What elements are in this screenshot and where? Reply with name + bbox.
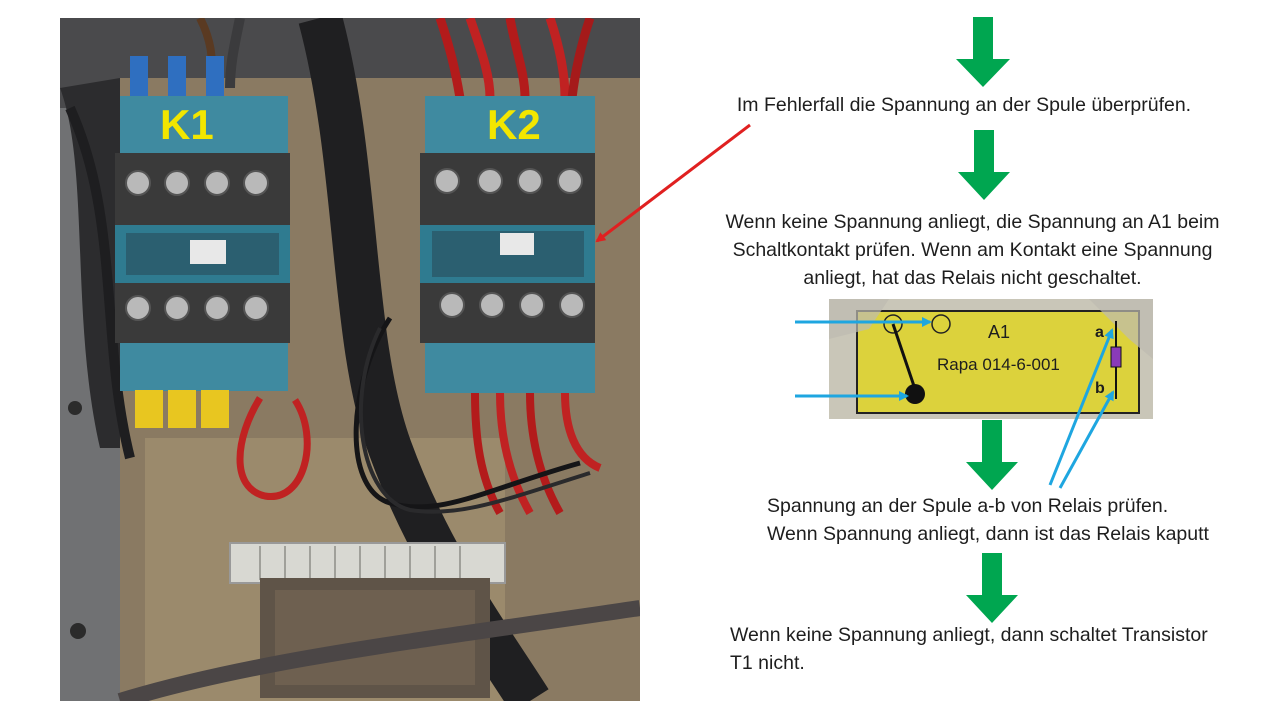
step2-line1: Wenn keine Spannung anliegt, die Spannun… — [725, 211, 1220, 233]
flow-arrow-down-icon — [956, 17, 1010, 87]
k2-label: K2 — [487, 101, 541, 148]
flow-arrow-down-icon — [966, 553, 1018, 623]
step2-line2: Schaltkontakt prüfen. Wenn am Kontakt ei… — [732, 239, 1213, 261]
relay-part-number: Rapa 014-6-001 — [937, 355, 1060, 374]
step4-line2: T1 nicht. — [730, 652, 805, 674]
step4-text: Wenn keine Spannung anliegt, dann schalt… — [730, 621, 1275, 677]
relay-pin-a: a — [1095, 324, 1104, 341]
step3-line1: Spannung an der Spule a-b von Relais prü… — [767, 495, 1169, 517]
relay-name: A1 — [988, 322, 1011, 342]
step3-text: Spannung an der Spule a-b von Relais prü… — [767, 492, 1272, 548]
relay-pin-b: b — [1095, 380, 1105, 397]
flow-arrow-down-icon — [958, 130, 1010, 200]
cabinet-photo — [60, 18, 640, 701]
step4-line1: Wenn keine Spannung anliegt, dann schalt… — [730, 624, 1208, 646]
flow-arrow-down-icon — [966, 420, 1018, 490]
step2-text: Wenn keine Spannung anliegt, die Spannun… — [680, 208, 1265, 292]
k1-label: K1 — [160, 101, 214, 148]
relay-a1-schematic: A1 Rapa 014-6-001 a b — [829, 299, 1153, 419]
step3-line2: Wenn Spannung anliegt, dann ist das Rela… — [767, 523, 1209, 545]
step2-line3: anliegt, hat das Relais nicht geschaltet… — [803, 267, 1142, 289]
step1-text: Im Fehlerfall die Spannung an der Spule … — [736, 94, 1192, 116]
